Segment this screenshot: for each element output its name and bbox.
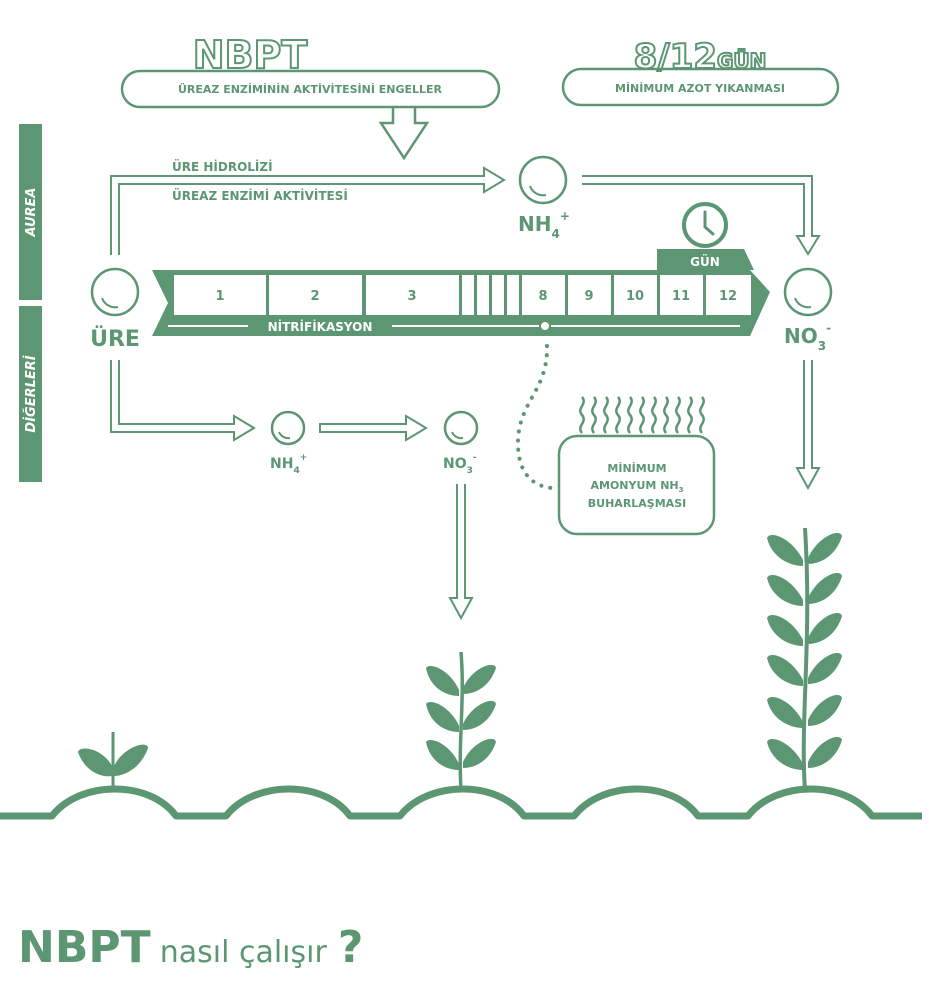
urea-molecule-icon	[90, 267, 140, 317]
evaporation-box	[557, 434, 716, 536]
no3-right-label: NO3-	[784, 321, 831, 353]
lower-route-arrow-icon	[110, 360, 256, 442]
footer-title-bold: NBPT	[18, 922, 151, 973]
upper-route-arrow-icon	[110, 166, 506, 255]
nh4-top-molecule-icon	[518, 155, 568, 205]
footer-title-question: ?	[338, 922, 364, 973]
nh4-to-no3-bottom-arrow-icon	[319, 414, 428, 442]
timeline-cell-2: 2	[310, 289, 319, 304]
day-tab	[657, 249, 754, 270]
nbpt-box-text: ÜREAZ ENZİMİNİN AKTİVİTESİNİ ENGELLER	[178, 82, 443, 96]
plant-large-icon	[767, 527, 842, 791]
timeline-marker	[539, 320, 551, 332]
timeline-cell-8: 8	[538, 289, 547, 304]
timeline-cell-1: 1	[215, 289, 224, 304]
footer-title-rest: nasıl çalışır	[160, 935, 328, 970]
no3-bottom-label: NO3-	[443, 453, 477, 476]
days-title-number: 8/12	[634, 37, 717, 77]
nbpt-down-arrow-icon	[378, 108, 430, 161]
timeline-cell-3: 3	[407, 289, 416, 304]
nh4-bottom-label: NH4+	[270, 453, 307, 476]
timeline-cells	[174, 275, 751, 315]
no3-right-down-arrow-icon	[795, 360, 821, 491]
nitrification-label: NİTRİFİKASYON	[268, 319, 373, 334]
plant-medium-icon	[426, 651, 496, 791]
urea-label: ÜRE	[90, 326, 140, 352]
ground-line	[0, 785, 922, 820]
enzyme-label: ÜREAZ ENZİMİ AKTİVİTESİ	[172, 188, 348, 203]
dotted-connector	[515, 344, 554, 490]
hydrolysis-label: ÜRE HİDROLİZİ	[172, 159, 273, 174]
evaporation-line-3: BUHARLAŞMASI	[588, 497, 686, 510]
plant-small-icon	[78, 732, 148, 792]
evaporation-line-2: AMONYUM NH3	[591, 479, 684, 494]
timeline-cell-10: 10	[626, 289, 644, 304]
timeline-cell-11: 11	[672, 289, 690, 304]
timeline-cell-12: 12	[719, 289, 737, 304]
clock-icon	[682, 202, 728, 248]
side-label-bottom: DİĞERLERİ	[23, 355, 39, 432]
days-title: 8/12GÜN	[634, 37, 767, 77]
day-tab-label: GÜN	[690, 254, 720, 269]
timeline-cell-9: 9	[584, 289, 593, 304]
side-label-top-bg	[19, 124, 42, 300]
evaporation-line-1: MİNİMUM	[607, 461, 666, 475]
side-label-bottom-bg	[19, 306, 42, 482]
timeline-cell-labels: 1 2 3 8 9 10 11 12	[215, 289, 737, 304]
vapor-waves-icon	[579, 396, 705, 434]
nbpt-box	[120, 69, 501, 109]
no3-bottom-down-arrow-icon	[448, 484, 474, 621]
no3-right-molecule-icon	[783, 267, 833, 317]
footer-title: NBPT nasıl çalışır ?	[18, 922, 363, 973]
nh4-top-label: NH4+	[518, 209, 570, 241]
nh4-bottom-molecule-icon	[270, 410, 306, 446]
side-label-top: AUREA	[24, 188, 39, 238]
nh4-to-no3-arrow-icon	[582, 175, 821, 256]
no3-bottom-molecule-icon	[443, 410, 479, 446]
days-box	[561, 67, 840, 107]
days-box-text: MİNİMUM AZOT YIKANMASI	[615, 81, 785, 95]
